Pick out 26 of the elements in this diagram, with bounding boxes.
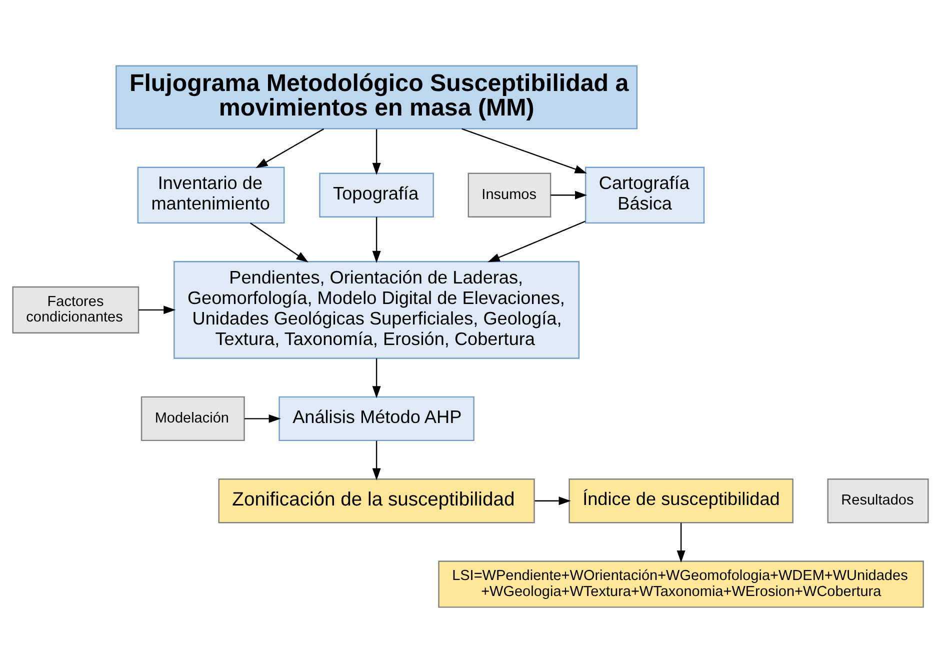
node-box: Inventario de mantenimiento (137, 166, 285, 224)
arrow (372, 440, 381, 480)
arrow (488, 220, 586, 262)
node-box: Pendientes, Orientación de Laderas, Geomorfología, Modelo Digital de Elevaciones, Unidades Geológicas Superficiales, Geología, Textura, Taxonomía, Erosión, Cobertura (174, 260, 580, 358)
arrow (462, 128, 587, 173)
arrow (676, 522, 686, 562)
node-box: Cartografía Básica (585, 166, 705, 224)
arrow (372, 128, 381, 175)
node-box: Zonificación de la susceptibilidad (218, 478, 535, 523)
node-box: Insumos (468, 172, 552, 217)
arrow (256, 128, 324, 168)
arrow (372, 216, 381, 263)
arrow (250, 222, 308, 262)
node-box: Topografía (319, 172, 434, 217)
arrow (550, 190, 588, 199)
arrow (138, 305, 176, 314)
node-box: Flujograma Metodológico Susceptibilidad a movimientos en masa (MM) (116, 64, 638, 129)
arrow (372, 358, 381, 398)
node-box: Factores condicionantes (12, 286, 140, 333)
node-box: Análisis Método AHP (278, 396, 474, 441)
arrow (534, 496, 571, 505)
arrow (244, 414, 281, 422)
node-box: Índice de susceptibilidad (568, 478, 794, 523)
node-box: LSI=WPendiente+WOrientación+WGeomofologia+WDEM+WUnidades +WGeologia+WTextura+WTaxonomia+WErosion+WCobertura (438, 560, 924, 608)
node-box: Resultados (827, 478, 929, 523)
node-box: Modelación (140, 396, 245, 441)
